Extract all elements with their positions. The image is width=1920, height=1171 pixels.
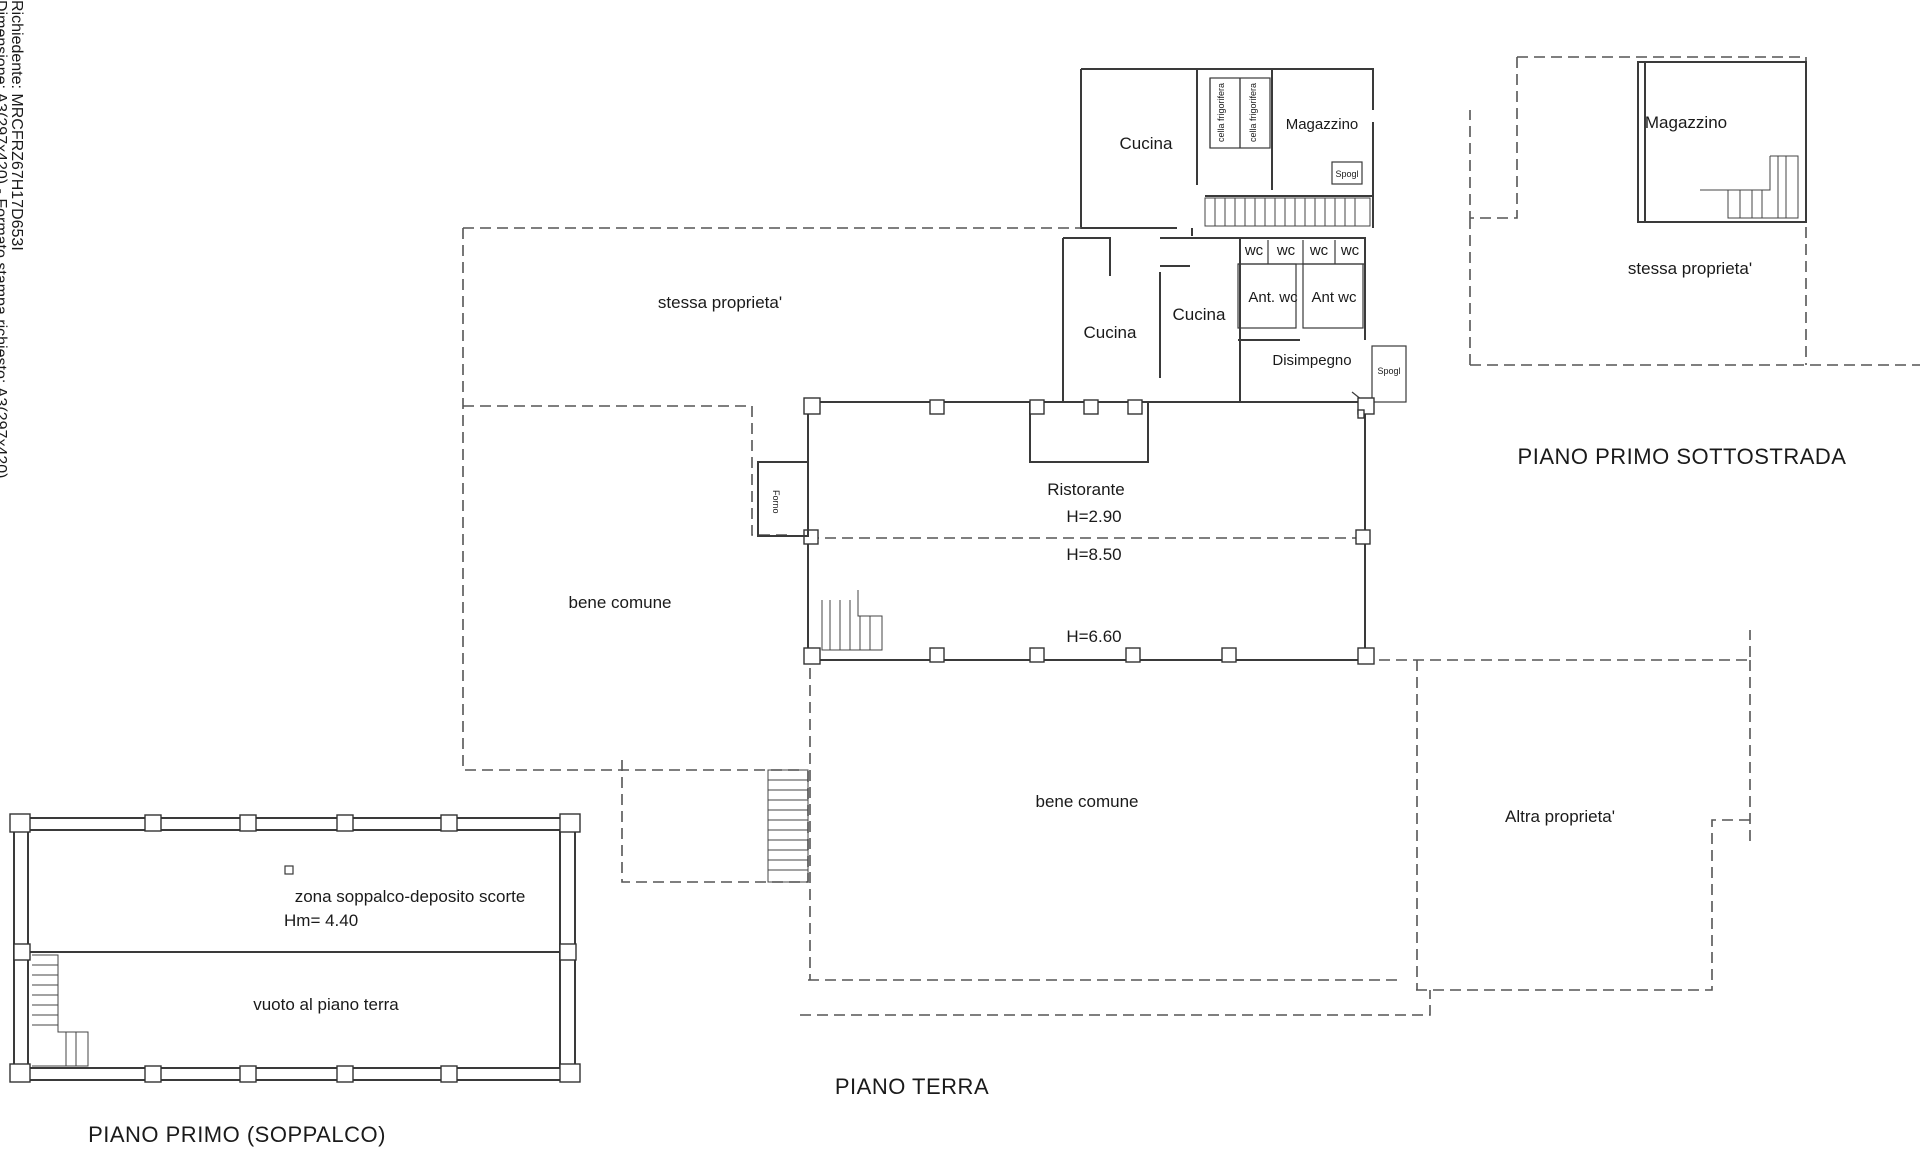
soppalco-columns (9, 813, 581, 1083)
piano-primo-soppalco-plan (9, 813, 581, 1083)
room-wc-1: wc (1244, 242, 1264, 259)
room-magazzino-top: Magazzino (1286, 116, 1359, 133)
kitchen-stair-treads (1214, 198, 1356, 226)
label-stessa-proprieta-sottostrada: stessa proprieta' (1628, 259, 1752, 278)
room-cella-frigorifera-1: cella frigorifera (1216, 83, 1226, 142)
room-spogl-top: Spogl (1335, 169, 1358, 179)
property-boundaries-terra (462, 227, 1751, 1016)
room-forno: Forno (771, 490, 781, 514)
label-bene-comune-bottom: bene comune (1035, 792, 1138, 811)
piano-primo-sottostrada-plan (1469, 56, 1920, 370)
room-ant-wc-2: Ant wc (1311, 289, 1357, 306)
label-stessa-proprieta-left: stessa proprieta' (658, 293, 782, 312)
label-zona-soppalco: zona soppalco-deposito scorte (295, 887, 526, 906)
label-bene-comune-left: bene comune (568, 593, 671, 612)
room-cella-frigorifera-2: cella frigorifera (1248, 83, 1258, 142)
height-h-660: H=6.60 (1066, 627, 1121, 646)
margin-note-format: Dimensione: A3(297x420) - Formato stampa… (0, 0, 9, 478)
label-vuoto-piano-terra: vuoto al piano terra (253, 995, 399, 1014)
label-altra-proprieta: Altra proprieta' (1505, 807, 1615, 826)
margin-notes: Richiedente: MRCFRZ67H17D653I Dimensione… (0, 0, 25, 478)
title-piano-primo-sottostrada: PIANO PRIMO SOTTOSTRADA (1518, 444, 1847, 469)
room-wc-2: wc (1276, 242, 1296, 259)
room-magazzino-sottostrada: Magazzino (1645, 113, 1727, 132)
hall-columns (803, 397, 1375, 665)
height-h-850: H=8.50 (1066, 545, 1121, 564)
room-wc-3: wc (1309, 242, 1329, 259)
room-wc-4: wc (1340, 242, 1360, 259)
title-piano-primo-soppalco: PIANO PRIMO (SOPPALCO) (88, 1122, 386, 1147)
room-cucina-top: Cucina (1120, 134, 1173, 153)
room-ant-wc-1: Ant. wc (1248, 289, 1298, 306)
height-h-290: H=2.90 (1066, 507, 1121, 526)
room-disimpegno: Disimpegno (1272, 352, 1351, 369)
margin-note-requester: Richiedente: MRCFRZ67H17D653I (8, 0, 25, 251)
room-ristorante: Ristorante (1047, 480, 1124, 499)
restaurant-hall (757, 397, 1375, 883)
room-cucina-mid: Cucina (1084, 323, 1137, 342)
label-hm-440: Hm= 4.40 (284, 911, 358, 930)
outer-stair-treads (768, 779, 808, 871)
room-cucina-right: Cucina (1173, 305, 1226, 324)
room-spogl-right: Spogl (1377, 366, 1400, 376)
title-piano-terra: PIANO TERRA (835, 1074, 989, 1099)
